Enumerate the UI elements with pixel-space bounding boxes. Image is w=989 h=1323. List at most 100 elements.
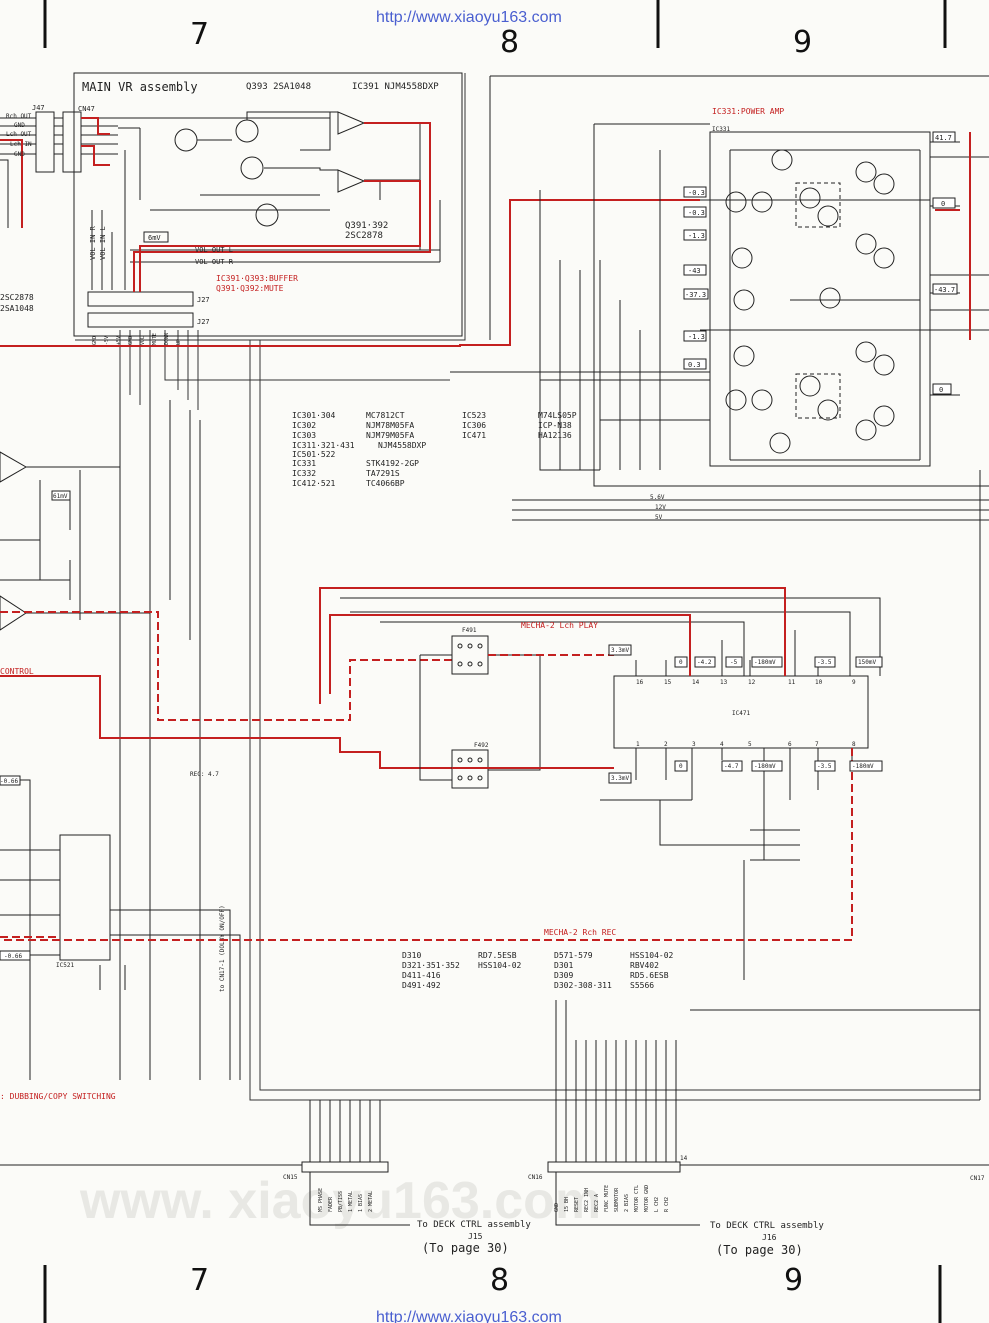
ic521-label: IC521 (56, 962, 74, 969)
pin-number: 12 (748, 679, 756, 686)
ic391-label: IC391 NJM4558DXP (352, 82, 439, 92)
diode-ref: D310 (402, 951, 421, 960)
level-box: -180mV (754, 763, 776, 770)
diode-ref: D301 (554, 961, 573, 970)
cn16-pin: SUBMOTOR (614, 1187, 620, 1212)
power-amp-signal (935, 132, 971, 340)
pin-number: 14 (692, 679, 700, 686)
left-part-2sc2878: 2SC2878 (0, 293, 34, 302)
level-box: -0.3 (688, 209, 705, 217)
diode-ref: D491·492 (402, 981, 441, 990)
cn16-pin-labels: GND 15 BH RESET REC2 INH REC2 A FUNC MUT… (554, 1185, 670, 1212)
vol-in-l-label: VOL IN L (99, 226, 107, 260)
cn16-label: CN16 (528, 1174, 543, 1181)
diode-ref: D321·351·352 (402, 961, 460, 970)
ic471-red-paths (0, 587, 853, 941)
diode-ref: D302-308·311 (554, 981, 612, 990)
pin-number: 15 (664, 679, 672, 686)
cn15-pin: PB/TISS (338, 1191, 344, 1212)
cn16-pin: 2 BIAS (624, 1194, 630, 1212)
connector-pin-gnd-2: GND (14, 151, 25, 158)
ic-part: NJM4558DXP (378, 441, 426, 450)
level-box: -43 (688, 267, 701, 275)
cn16-pin: L CH2 (654, 1197, 660, 1212)
grid-col-8-bottom: 8 (490, 1263, 509, 1298)
pin-number: 2 (664, 741, 668, 748)
diode-part: RD5.6ESB (630, 971, 669, 980)
ic-ref: IC523 (462, 411, 486, 420)
cn16-pin: REC2 INH (584, 1188, 590, 1212)
dubbing-label: : DUBBING/COPY SWITCHING (0, 1092, 116, 1101)
ic-part: NJM79M05FA (366, 431, 414, 440)
level-box: 3.3mV (611, 647, 629, 654)
watermark-url-bottom: http://www.xiaoyu163.com (376, 1309, 562, 1323)
ic-part: ICP-N38 (538, 421, 572, 430)
q393-label: Q393 2SA1048 (246, 82, 311, 92)
cn15-pin: FADER (328, 1196, 334, 1212)
rail-labels: 5.6V 12V 5V (650, 494, 666, 521)
cn15-pin: 1 BIAS (358, 1194, 364, 1212)
level-box: -1.3 (688, 333, 705, 341)
cn15-pin: MS PHASE (318, 1188, 324, 1212)
vol-out-l-label: VOL OUT L (195, 246, 233, 254)
level-box: 0.3 (688, 361, 701, 369)
mv-label: 6mV (148, 234, 161, 242)
ic-part: TA7291S (366, 469, 400, 478)
level-box: -5 (730, 659, 738, 666)
ic-ref: IC302 (292, 421, 316, 430)
main-vr-signal-path (0, 117, 431, 292)
cn16-pin: REC2 A (594, 1194, 600, 1212)
level-box: -3.5 (817, 659, 832, 666)
j27-pin: DOWN (164, 333, 170, 345)
grid-col-7-top: 7 (190, 17, 209, 52)
level-box: 0 (679, 659, 683, 666)
connector-pin-gnd-1: GND (14, 122, 25, 129)
cn16-pin: RESET (574, 1197, 580, 1212)
ic-part: HA12136 (538, 431, 572, 440)
cn16-pin: MOTOR CTL (634, 1185, 640, 1212)
filter-f491: F491 (462, 627, 477, 634)
rail-5v: 5V (655, 514, 663, 521)
left-circuit (0, 380, 241, 1080)
j27-label-b: J27 (197, 318, 210, 326)
cn15-destination: To DECK CTRL assembly (417, 1220, 531, 1230)
pin-number: 13 (720, 679, 728, 686)
ic471-pin-numbers: 16 15 14 13 12 11 10 9 1 2 3 4 5 6 7 8 (636, 679, 856, 748)
grid-frame (43, 0, 947, 1323)
mecha-rch-rec-label: MECHA-2 Rch REC (544, 928, 616, 937)
cn15-pin: 1 METAL (348, 1191, 354, 1212)
mecha-lch-play-label: MECHA-2 Lch PLAY (521, 621, 598, 630)
cn15-pin-labels: MS PHASE FADER PB/TISS 1 METAL 1 BIAS 2 … (318, 1188, 374, 1212)
level-box: 0 (941, 200, 945, 208)
vr-harness-wires (75, 73, 980, 1101)
grid-col-9-top: 9 (793, 25, 812, 60)
level-box: -4.7 (724, 763, 739, 770)
vol-in-r-label: VOL IN R (89, 225, 97, 260)
ic471-block (340, 470, 981, 1100)
mute-label: Q391·Q392:MUTE (216, 284, 284, 293)
ic-ref: IC311·321·431 (292, 441, 355, 450)
cn15-label: CN15 (283, 1174, 298, 1181)
connector-pin-rch-out: Rch OUT (6, 113, 32, 120)
diode-table: D310 D321·351·352 D411-416 D491·492 RD7.… (402, 951, 674, 990)
watermark-big: www. xiaoyu163.com (79, 1172, 601, 1230)
connector-pin-lch-out: Lch OUT (6, 131, 32, 138)
pin-number: 4 (720, 741, 724, 748)
pin-number: 16 (636, 679, 644, 686)
ic-table: IC301·304 MC7812CT IC302 NJM78M05FA IC30… (292, 411, 577, 488)
cn16-pin: MOTOR GND (644, 1185, 650, 1212)
cn15-jack: J15 (468, 1232, 483, 1241)
cn17-label: CN17 (970, 1175, 985, 1182)
level-box: 41.7 (935, 134, 952, 142)
ic-part: M74LS05P (538, 411, 577, 420)
cn16-pin: R CH2 (664, 1197, 670, 1212)
control-label: CONTROL (0, 667, 34, 676)
level-box: 0 (939, 386, 943, 394)
filter-f492: F492 (474, 742, 489, 749)
ic-ref: IC501·522 (292, 450, 336, 459)
q391-392-part: 2SC2878 (345, 231, 383, 241)
pin-number: 9 (852, 679, 856, 686)
j27-label-a: J27 (197, 296, 210, 304)
